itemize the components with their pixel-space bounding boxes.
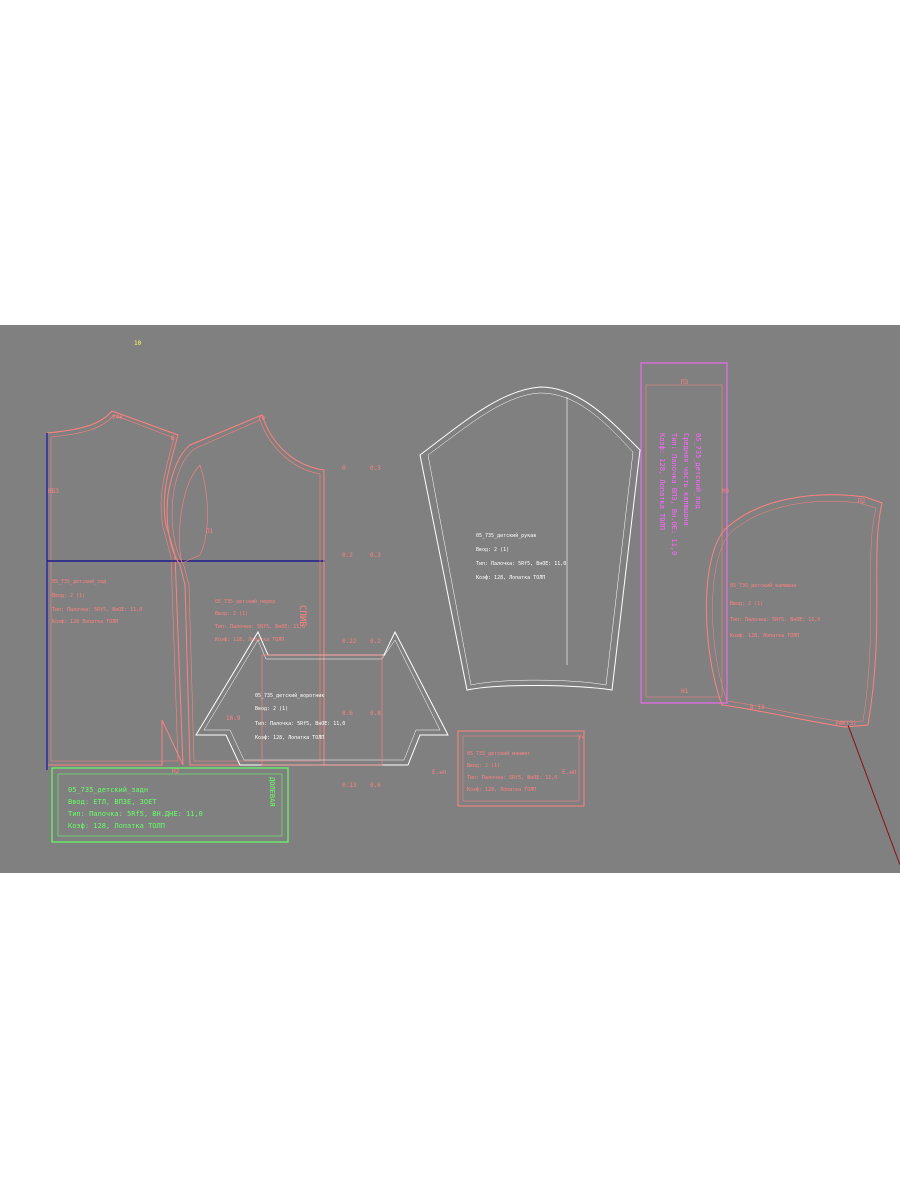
legend-line2: Ввод: ЕТЛ, ВПЗЕ, ЗОЕТ [68,798,157,806]
cuff-label: 05_735_детский_манжет [467,751,530,757]
sleeve-info1: Ввод: 2 (1) [476,547,509,553]
collar-info1: Ввод: 2 (1) [255,706,288,712]
sleeve-label: 05_735_детский_рукав [476,533,536,539]
front-info2: Тип: Палочка: 5Rf5, ВнОЕ: 11,0 [215,624,305,630]
axis-label-9: 0.13 [342,782,357,789]
pattern-drawing: 10 У4к ВБ3 Ш Н2 05_735_детский_зад Ввод:… [46,340,900,866]
cuff-pt-left: Е.нп [432,769,447,776]
hood-strip-piece[interactable]: П3 М3 Н1 05_735_детский_под Средняя част… [640,362,730,704]
legend-line1: 05_735_детский_задн [68,786,148,794]
hood-info1: Ввод: 2 (1) [730,601,763,607]
collar-piece[interactable]: 16.9 05_735_детский_воротник Ввод: 2 (1)… [195,630,449,766]
hood-strip-line2: Средняя часть капюшона [682,433,690,526]
hood-piece[interactable]: П2 В.13 У4К(3) 05_735_детский_капюшон Вв… [705,494,900,866]
pattern-canvas[interactable]: 10 У4к ВБ3 Ш Н2 05_735_детский_зад Ввод:… [0,325,900,873]
back-info3: Коэф: 128 Лопатка ТОЛП [52,619,118,625]
hood-strip-title: 05_735_детский_под [694,433,702,509]
cuff-info2: Тип: Палочка: 5Rf5, ВнОЕ: 11,0 [467,775,557,781]
axis-label-7: 0.8 [370,710,381,717]
collar-left-pt: 16.9 [226,715,241,722]
axis-label-6: 0.6 [342,710,353,717]
axis-label-0: 0 [342,465,346,472]
back-info2: Тип: Палочка: 5Rf5, ВнОЕ: 11,0 [52,607,142,613]
hood-pt-br: У4К(3) [835,720,857,727]
hood-strip-line3: Тип: Палочка ВПЗ, Вн.ОЕ: 11,0 [670,433,678,555]
back-pt-bottom-r: Н2 [172,768,180,775]
hood-info3: Коэф: 128, Лопатка ТОЛП [730,633,799,639]
hood-pt-tr: П2 [858,498,866,505]
front-label: 05_735_детский_перед [215,599,275,605]
cuff-pt-right: У4 [578,734,586,741]
hood-strip-line4: Коэф: 128, Лопатка ТОЛП [658,433,666,530]
back-info1: Ввод: 2 (1) [52,593,85,599]
back-label: 05_735_детский_зад [52,579,106,585]
legend-line3: Тип: Палочка: 5Rf5, ВН.ДНЕ: 11,0 [68,810,203,818]
front-pt-2: П1 [206,528,214,535]
back-pt-neck: Ш [171,435,175,442]
collar-label: 05_735_детский_воротник [255,693,324,699]
hood-label: 05_735_детский_капюшон [730,583,796,589]
axis-label-10: 0.6 [370,782,381,789]
hood-strip-pt-top: П3 [681,379,689,386]
hood-strip-pt-mid: М3 [722,488,730,495]
hood-pt-bl: В.13 [750,704,765,711]
front-info1: Ввод: 2 (1) [215,611,248,617]
sleeve-info3: Коэф: 128, Лопатка ТОЛП [476,575,545,581]
legend-side: ДОЛЕВАЯ [268,777,276,807]
corner-label: 10 [134,340,142,347]
axis-markers: 0 0.3 0.2 0.3 0.22 0.2 0.6 0.8 0.13 0.6 [342,465,381,789]
cuff-info3: Коэф: 128, Лопатка ТОЛП [467,787,536,793]
collar-info2: Тип: Палочка: 5Rf5, ВнОЕ: 11,0 [255,721,345,727]
axis-label-1: 0.3 [370,465,381,472]
axis-label-2: 0.2 [342,552,353,559]
front-info3: Коэф: 128, Лопатка ТОЛП [215,637,284,643]
legend-box[interactable]: 05_735_детский_задн Ввод: ЕТЛ, ВПЗЕ, ЗОЕ… [51,767,289,843]
front-pt-1: У4 [258,415,266,422]
front-piece[interactable]: У4 П1 05_735_детский_перед Ввод: 2 (1) Т… [166,414,325,766]
sleeve-info2: Тип: Палочка: 5Rf5, ВнОЕ: 11,0 [476,561,566,567]
back-piece[interactable]: У4к ВБ3 Ш Н2 05_735_детский_зад Ввод: 2 … [46,410,184,775]
axis-label-5: 0.2 [370,638,381,645]
axis-label-3: 0.3 [370,552,381,559]
hood-info2: Тип: Палочка: 5Rf5, ВнОЕ: 11,0 [730,617,820,623]
cuff-info1: Ввод: 2 (1) [467,763,500,769]
collar-info3: Коэф: 128, Лопатка ТОЛП [255,735,324,741]
sleeve-piece[interactable]: 05_735_детский_рукав Ввод: 2 (1) Тип: Па… [419,386,641,691]
hood-strip-pt-bottom: Н1 [681,688,689,695]
axis-label-4: 0.22 [342,638,357,645]
legend-line4: Коэф: 128, Лопатка ТОЛП [68,822,165,830]
back-pt-left: ВБ3 [48,488,59,495]
cuff-piece[interactable]: Е.нп Е.нп У4 05_735_детский_манжет Ввод:… [432,730,586,807]
cuff-pt-mid: Е.нп [562,769,577,776]
back-pt-top: У4к [112,414,123,421]
front-side-text: СПИБ [297,605,307,627]
